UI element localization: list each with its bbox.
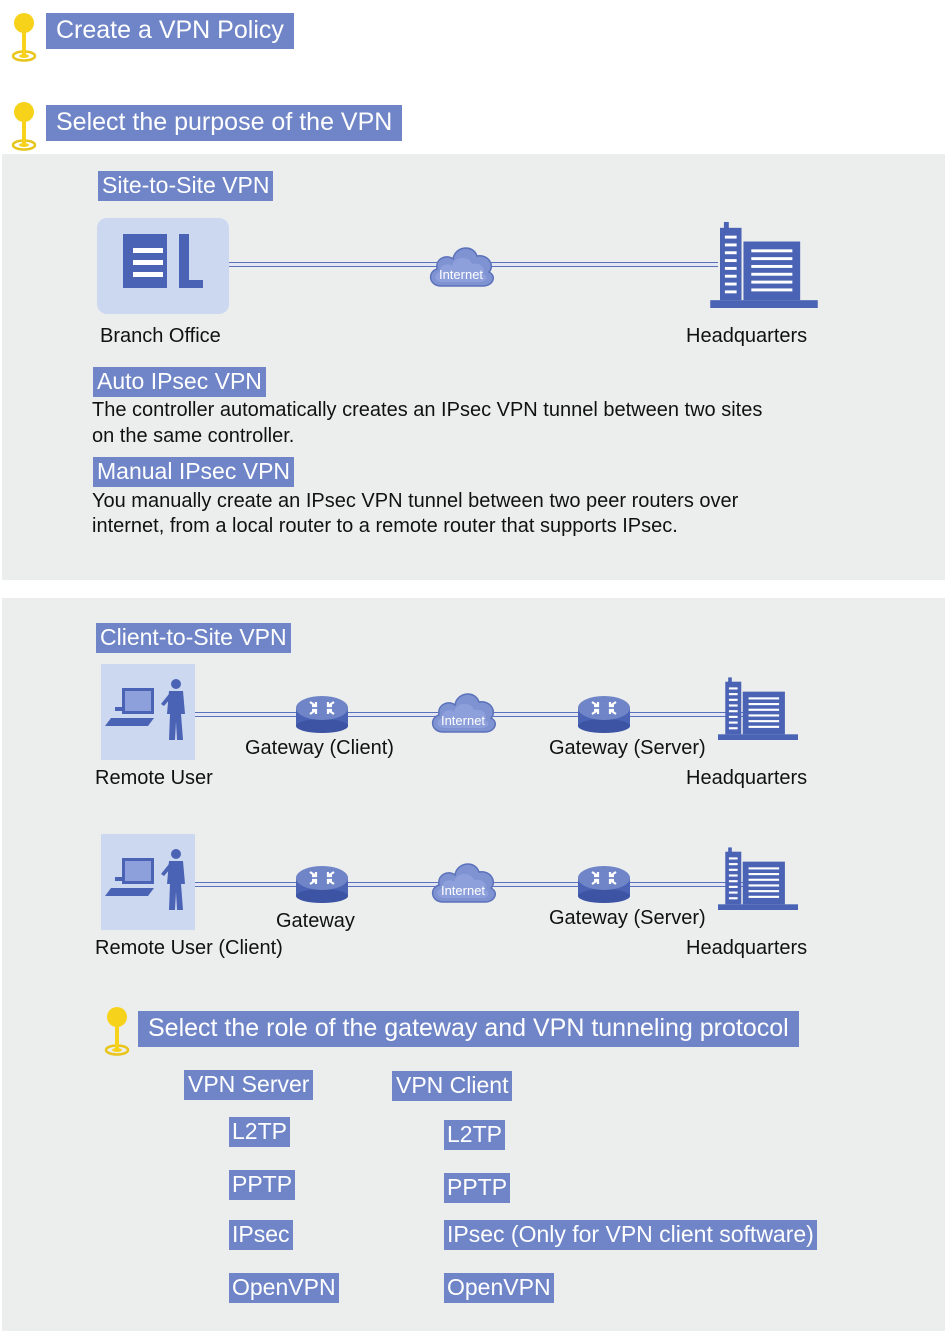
manual-ipsec-title: Manual IPsec VPN	[93, 457, 295, 487]
internet-cloud-icon	[427, 854, 499, 906]
auto-ipsec-desc-line1: The controller automatically creates an …	[92, 399, 763, 421]
branch-office-label: Branch Office	[100, 325, 221, 347]
manual-ipsec-desc-line2: internet, from a local router to a remot…	[92, 515, 678, 537]
gateway-server-label: Gateway (Server)	[549, 907, 706, 929]
step-select-role: Select the role of the gateway and VPN t…	[138, 1011, 799, 1047]
internet-cloud-icon	[425, 238, 497, 290]
internet-cloud-icon	[427, 684, 499, 736]
pin-icon	[9, 100, 39, 152]
remote-user-label: Remote User	[95, 767, 213, 789]
vpn-server-title: VPN Server	[184, 1070, 314, 1100]
auto-ipsec-desc-line2: on the same controller.	[92, 425, 295, 447]
gateway-server-label: Gateway (Server)	[549, 737, 706, 759]
step-create-vpn-policy: Create a VPN Policy	[46, 13, 294, 49]
server-protocol-ipsec: IPsec	[229, 1220, 293, 1250]
router-icon	[576, 694, 632, 734]
router-icon	[294, 694, 350, 734]
step-select-purpose: Select the purpose of the VPN	[46, 105, 403, 141]
client-protocol-openvpn: OpenVPN	[444, 1273, 554, 1303]
client-protocol-l2tp: L2TP	[444, 1120, 505, 1150]
headquarters-label: Headquarters	[686, 767, 808, 789]
router-icon	[576, 864, 632, 904]
gateway-client-label: Gateway (Client)	[245, 737, 394, 759]
headquarters-icon	[710, 220, 818, 308]
server-protocol-l2tp: L2TP	[229, 1117, 290, 1147]
manual-ipsec-desc-line1: You manually create an IPsec VPN tunnel …	[92, 490, 739, 512]
internet-label: Internet	[440, 713, 486, 728]
internet-label: Internet	[440, 883, 486, 898]
internet-label: Internet	[438, 267, 484, 282]
remote-user-icon	[101, 664, 195, 760]
headquarters-icon	[748, 834, 828, 922]
vpn-client-title: VPN Client	[392, 1071, 513, 1101]
client-protocol-pptp: PPTP	[444, 1173, 511, 1203]
branch-office-icon	[97, 218, 229, 314]
server-protocol-openvpn: OpenVPN	[229, 1273, 339, 1303]
headquarters-icon	[748, 664, 828, 752]
client-protocol-ipsec: IPsec (Only for VPN client software)	[444, 1220, 817, 1250]
remote-user-client-label: Remote User (Client)	[95, 937, 283, 959]
server-protocol-pptp: PPTP	[229, 1170, 296, 1200]
auto-ipsec-title: Auto IPsec VPN	[93, 367, 266, 397]
pin-icon	[9, 11, 39, 63]
site-to-site-title: Site-to-Site VPN	[98, 171, 274, 201]
headquarters-label: Headquarters	[686, 937, 808, 959]
headquarters-label: Headquarters	[686, 325, 808, 347]
remote-user-icon	[101, 834, 195, 930]
client-to-site-title: Client-to-Site VPN	[96, 623, 291, 653]
gateway-label: Gateway	[276, 910, 355, 932]
pin-icon	[102, 1005, 132, 1057]
router-icon	[294, 864, 350, 904]
